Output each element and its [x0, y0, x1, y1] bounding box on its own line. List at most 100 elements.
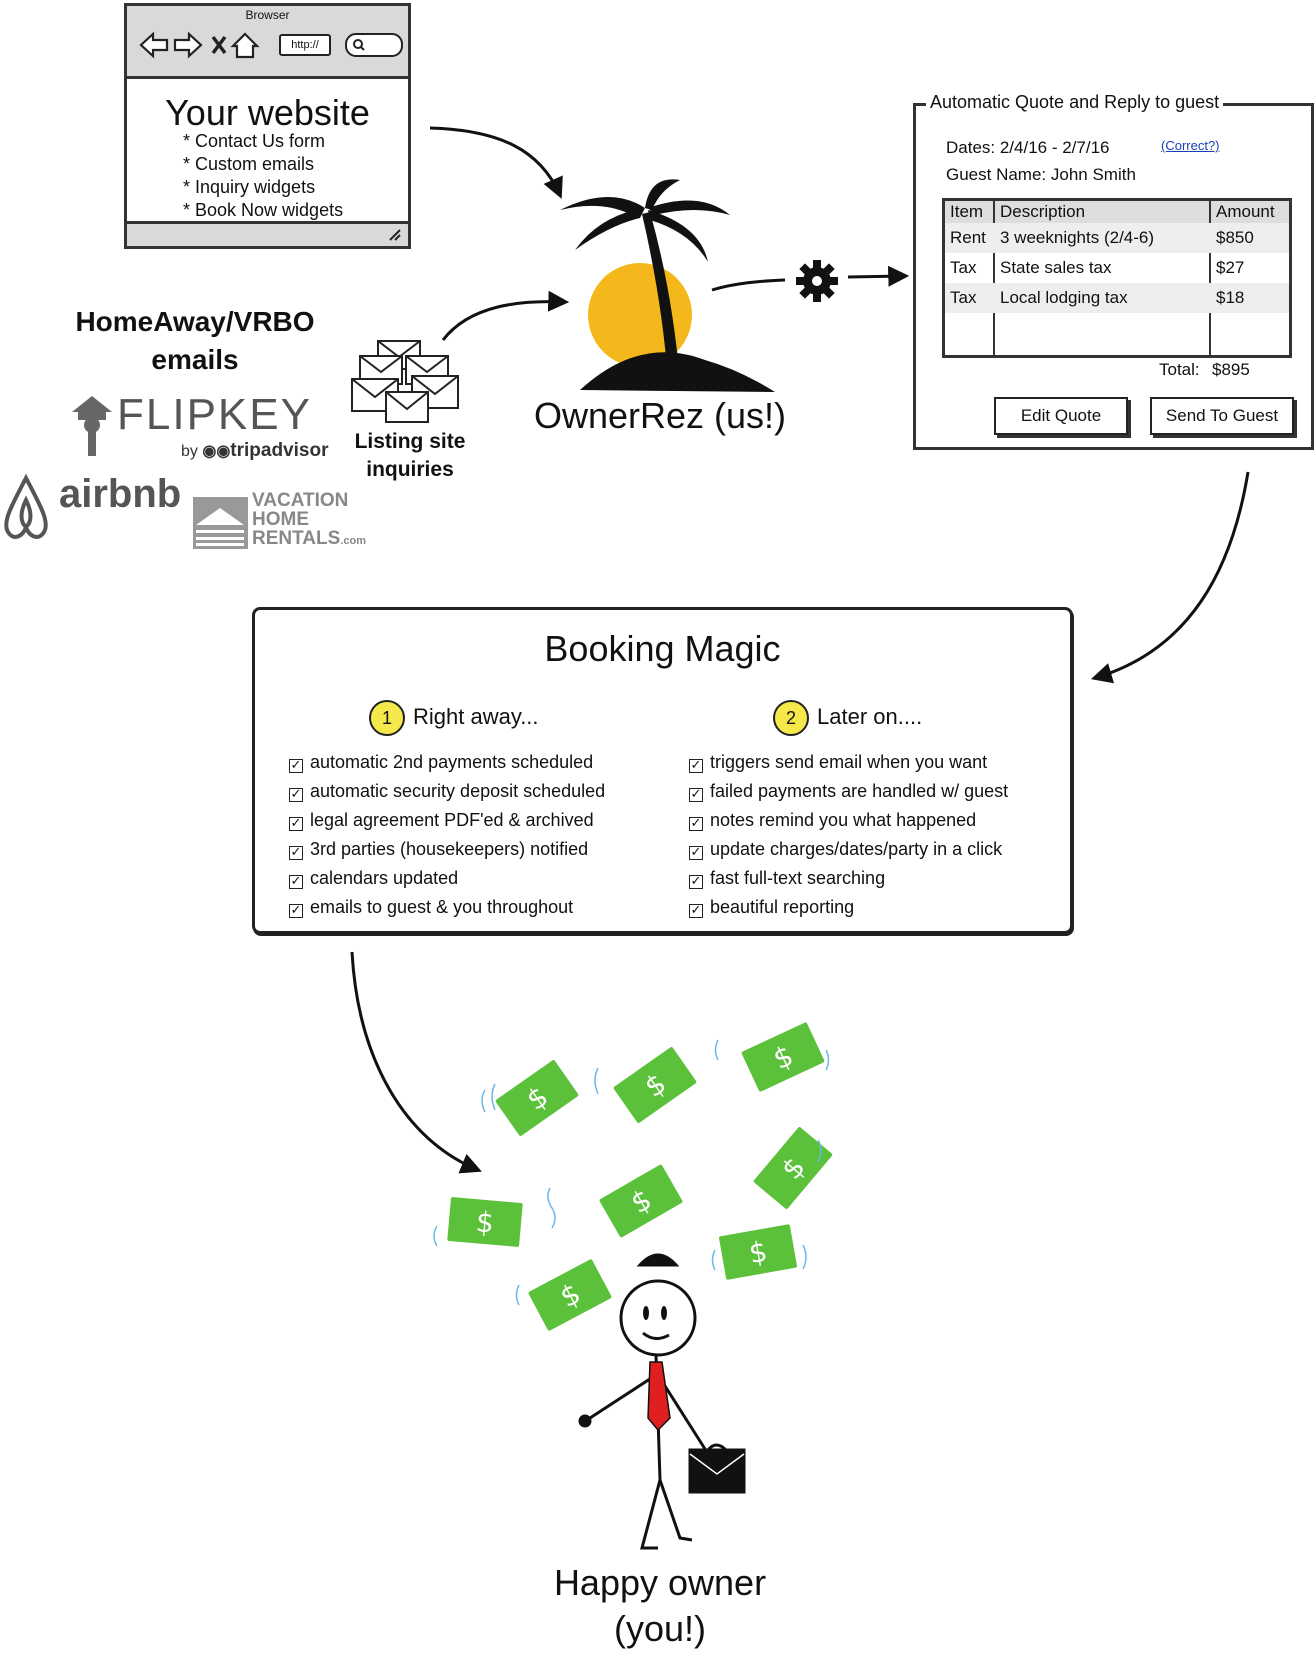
- motion-lines-icon: [433, 1039, 830, 1306]
- row-item: Tax: [950, 258, 977, 277]
- send-to-guest-button[interactable]: Send To Guest: [1150, 397, 1294, 435]
- quote-panel: Automatic Quote and Reply to guest Dates…: [913, 92, 1314, 450]
- row-amount: $18: [1216, 288, 1245, 307]
- right-away-label: Right away...: [413, 703, 539, 729]
- checkbox-icon: ✓: [289, 873, 303, 889]
- forward-icon: [173, 31, 203, 59]
- list-item-label: automatic 2nd payments scheduled: [310, 752, 594, 772]
- vhr-suffix: .com: [340, 535, 366, 547]
- list-item-label: beautiful reporting: [710, 897, 855, 917]
- row-item: Tax: [950, 288, 977, 307]
- resize-grip-icon: [389, 229, 401, 241]
- right-away-list: ✓automatic 2nd payments scheduled ✓autom…: [289, 748, 605, 922]
- browser-statusbar: [127, 221, 408, 246]
- vhr-line3: RENTALS: [252, 528, 341, 549]
- later-on-list: ✓ triggers send email when you want ✓fail…: [689, 748, 1008, 922]
- listing-heading-line2: emails: [151, 344, 239, 375]
- table-row: Tax Local lodging tax $18: [945, 283, 1289, 313]
- row-description: Local lodging tax: [1000, 288, 1128, 307]
- arrow-quote-to-magic: [1090, 471, 1250, 684]
- browser-mockup: Browser http:// Your website * Contact U…: [124, 3, 411, 249]
- feature-item: * Book Now widgets: [183, 200, 344, 220]
- checkbox-icon: ✓: [289, 757, 303, 773]
- row-item: Rent: [950, 228, 986, 247]
- checkbox-icon: ✓: [689, 757, 703, 773]
- list-item-label: triggers send email when you want: [710, 752, 988, 772]
- list-item: ✓ triggers send email when you want: [689, 748, 1008, 777]
- checkbox-icon: ✓: [289, 844, 303, 860]
- flipkey-logo: FLIPKEY: [117, 390, 312, 439]
- envelopes-icon: [351, 340, 459, 423]
- flipkey-key-icon: [72, 396, 112, 456]
- column-header: Item: [950, 202, 984, 221]
- quote-guest-name: Guest Name: John Smith: [946, 165, 1136, 184]
- correct-dates-link[interactable]: (Correct?): [1161, 138, 1220, 153]
- list-item-label: update charges/dates/party in a click: [710, 839, 1003, 859]
- tripadvisor-owl-icon: ◉◉: [202, 443, 231, 460]
- quote-table: Item Description Amount Rent 3 weeknight…: [942, 198, 1292, 358]
- list-item: ✓ legal agreement PDF'ed & archived: [289, 806, 605, 835]
- row-description: State sales tax: [1000, 258, 1112, 277]
- list-item: ✓calendars updated: [289, 864, 605, 893]
- edit-quote-button[interactable]: Edit Quote: [994, 397, 1128, 435]
- vhr-logo: VACATION HOME RENTALS.com: [252, 491, 366, 551]
- list-item: ✓emails to guest & you throughout: [289, 893, 605, 922]
- website-feature-list: * Contact Us form * Custom emails * Inqu…: [183, 130, 343, 222]
- listing-heading-line1: HomeAway/VRBO: [75, 306, 315, 337]
- envelope-caption-line1: Listing site: [354, 430, 466, 453]
- table-row: Rent 3 weeknights (2/4-6) $850: [945, 223, 1289, 253]
- list-item-label: legal agreement PDF'ed & archived: [310, 810, 594, 830]
- list-item-label: fast full-text searching: [710, 868, 886, 888]
- checkbox-icon: ✓: [689, 815, 703, 831]
- feature-item: * Contact Us form: [183, 131, 326, 151]
- quote-dates: Dates: 2/4/16 - 2/7/16: [946, 138, 1110, 157]
- vhr-line2: HOME: [252, 509, 309, 530]
- feature-item: * Custom emails: [183, 154, 315, 174]
- gear-icon: [796, 260, 838, 302]
- row-amount: $27: [1216, 258, 1245, 277]
- envelope-caption-line2: inquiries: [366, 458, 454, 481]
- list-item: ✓automatic security deposit scheduled: [289, 777, 605, 806]
- stop-icon: [211, 35, 227, 55]
- checkbox-icon: ✓: [689, 844, 703, 860]
- happy-owner-caption: Happy owner (you!): [500, 1560, 820, 1652]
- column-header: Amount: [1216, 202, 1275, 221]
- table-divider: [993, 201, 995, 355]
- list-item-label: automatic security deposit scheduled: [310, 781, 606, 801]
- airbnb-logo: airbnb: [59, 472, 182, 516]
- checkbox-icon: ✓: [289, 902, 303, 918]
- browser-caption: Browser: [245, 8, 290, 22]
- ownerrez-label: OwnerRez (us!): [533, 395, 787, 436]
- url-field[interactable]: http://: [279, 34, 331, 56]
- quote-total-label: Total:: [1159, 360, 1200, 379]
- row-amount: $850: [1216, 228, 1254, 247]
- checkbox-icon: ✓: [689, 786, 703, 802]
- happy-owner-line1: Happy owner: [553, 1562, 767, 1603]
- arrow-ownerrez-to-gear: [711, 278, 786, 292]
- table-row: Tax State sales tax $27: [945, 253, 1289, 283]
- checkbox-icon: ✓: [289, 815, 303, 831]
- table-header-row: Item Description Amount: [945, 197, 1289, 227]
- quote-total-value: $895: [1212, 360, 1250, 379]
- arrow-magic-to-owner: [350, 951, 482, 1174]
- list-item: ✓ update charges/dates/party in a click: [689, 835, 1008, 864]
- browser-toolbar: Browser http://: [127, 6, 408, 79]
- back-icon: [139, 31, 169, 59]
- list-item: ✓ automatic 2nd payments scheduled: [289, 748, 605, 777]
- arrow-listing-to-ownerrez: [441, 290, 570, 341]
- quote-table-header-bg: [945, 201, 1289, 223]
- list-item: ✓ notes remind you what happened: [689, 806, 1008, 835]
- arrow-website-to-ownerrez: [429, 126, 563, 199]
- list-item-label: notes remind you what happened: [710, 810, 977, 830]
- envelope-caption: Listing site inquiries: [330, 428, 490, 484]
- airbnb-logo-icon: [4, 473, 48, 539]
- search-icon: [353, 39, 365, 51]
- browser-search-field[interactable]: [345, 33, 403, 57]
- list-item: ✓failed payments are handled w/ guest: [689, 777, 1008, 806]
- later-on-label: Later on....: [817, 703, 923, 729]
- vhr-line1: VACATION: [252, 490, 349, 511]
- row-description: 3 weeknights (2/4-6): [1000, 228, 1155, 247]
